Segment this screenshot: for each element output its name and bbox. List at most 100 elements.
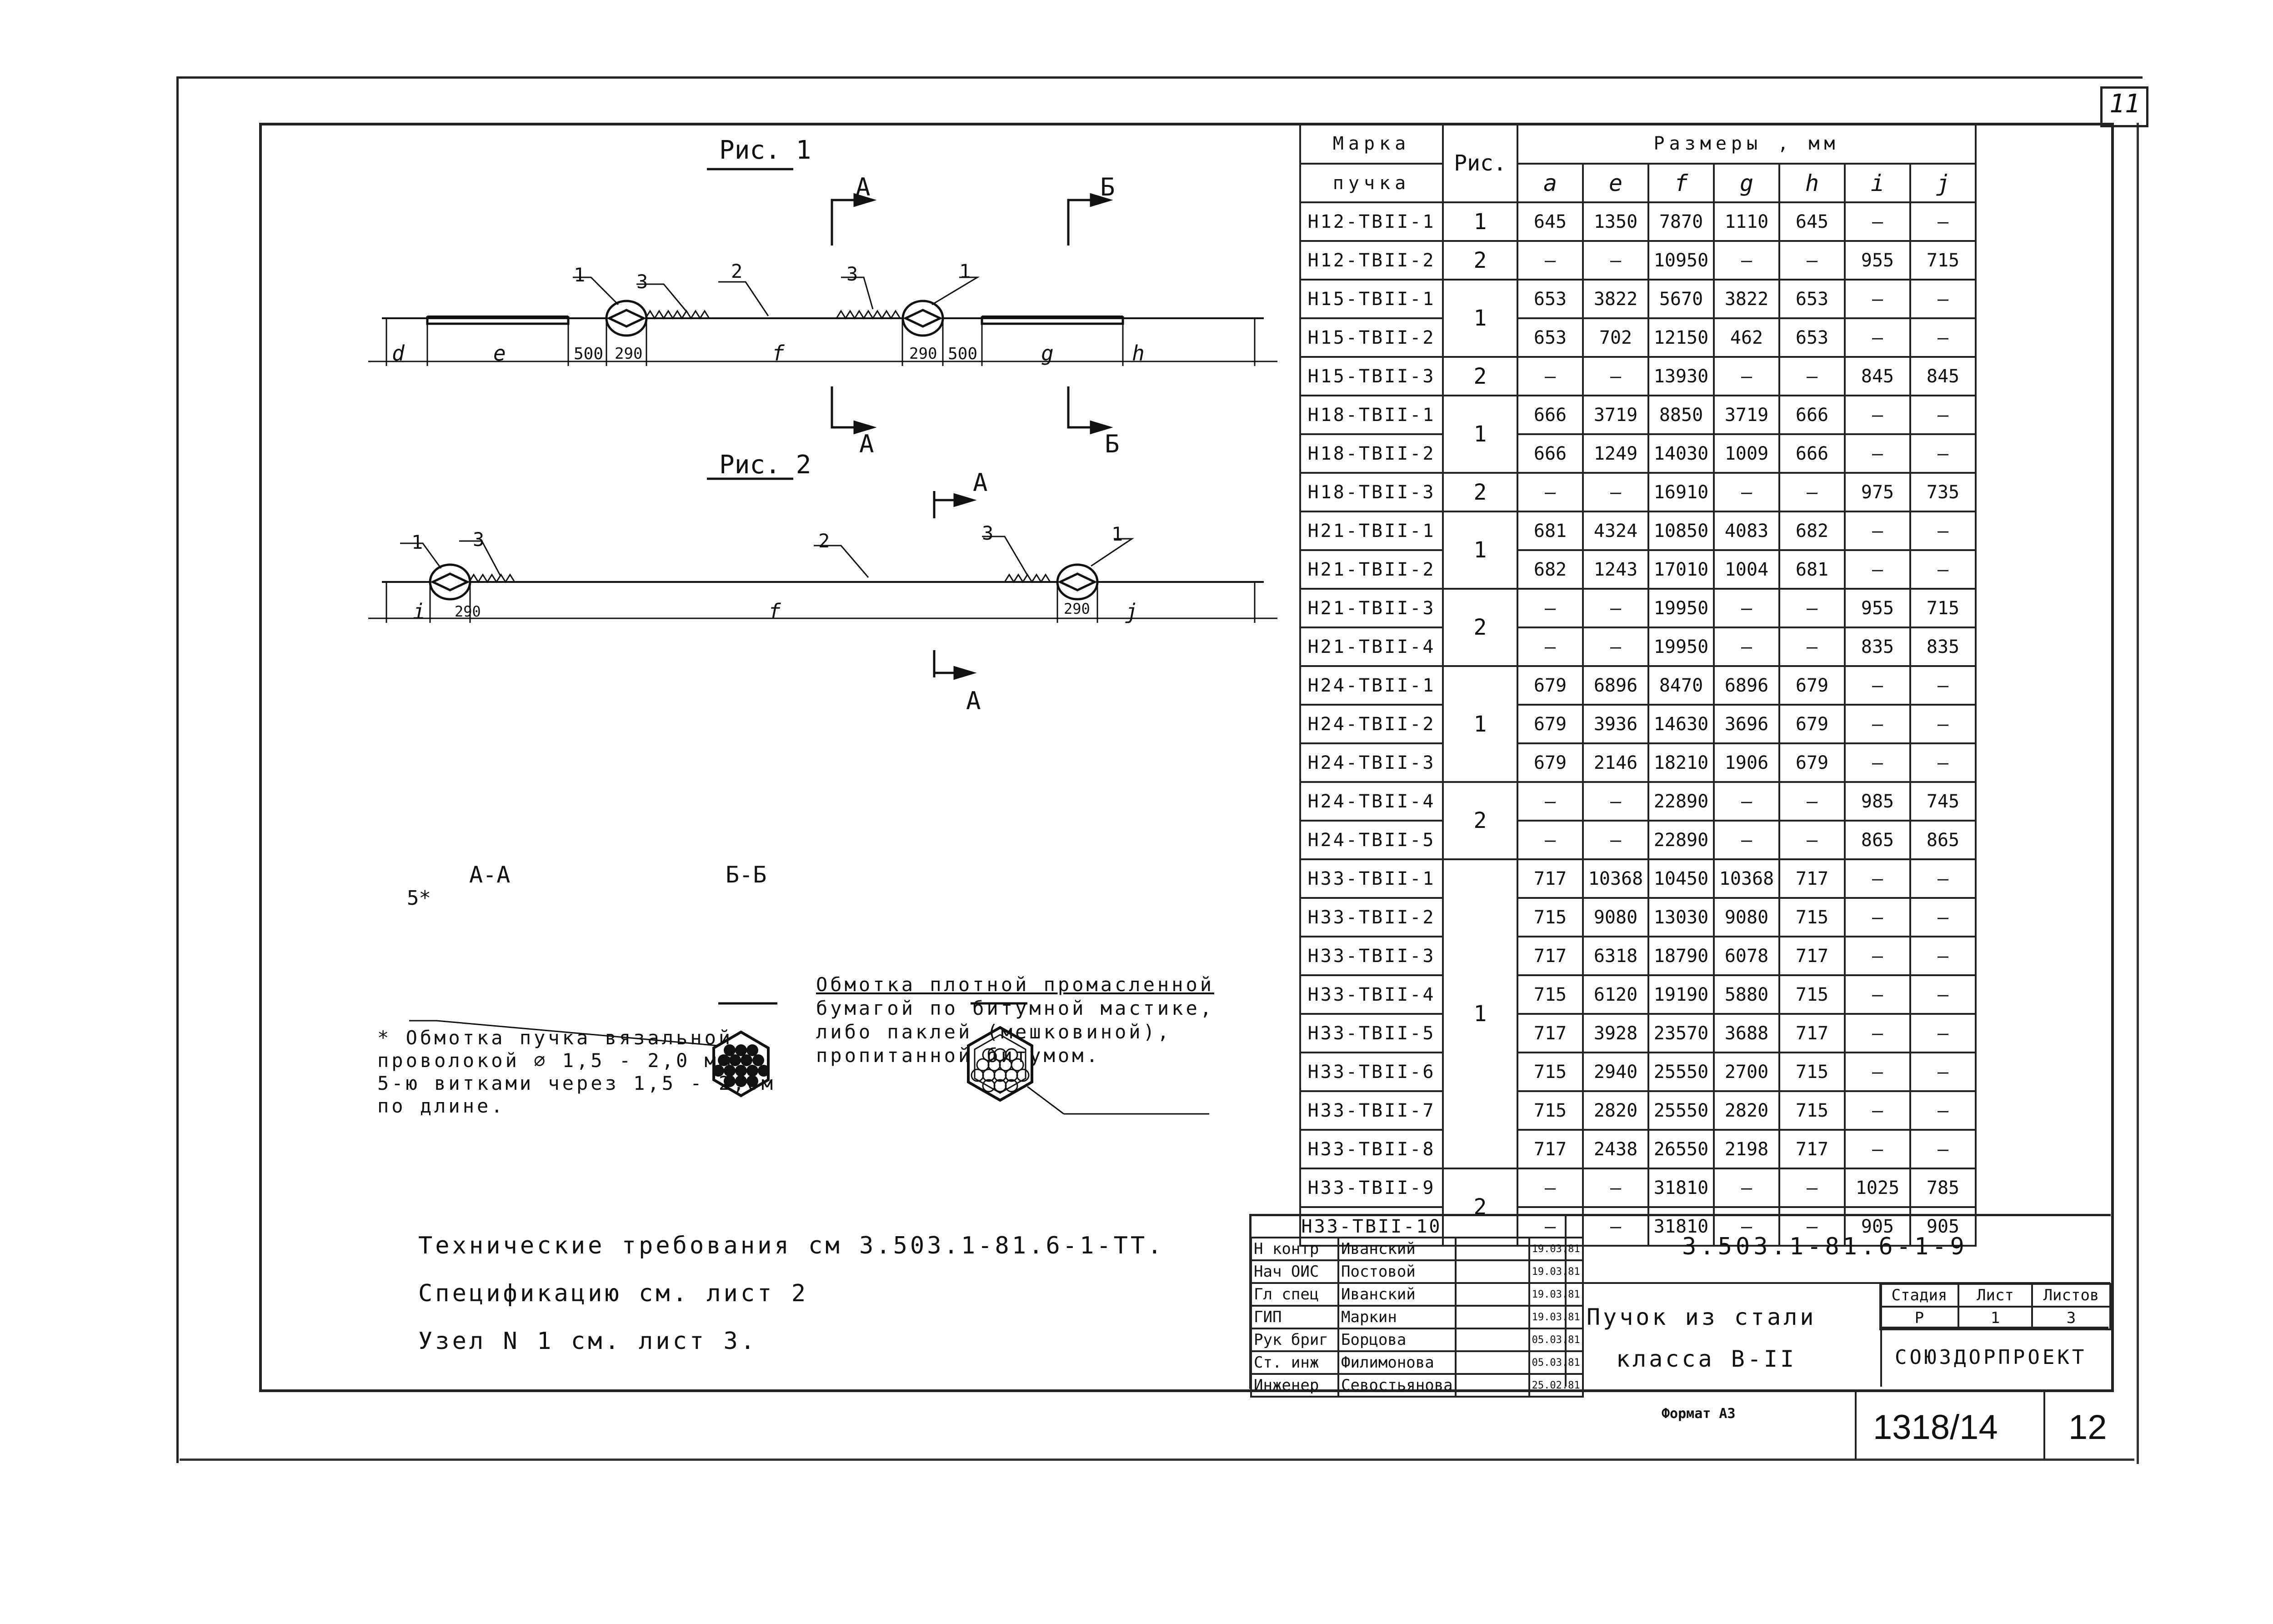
row-fig: 1 bbox=[1442, 395, 1518, 474]
fig1-callout-3-left: 3 bbox=[636, 271, 648, 293]
header-col-a: a bbox=[1517, 163, 1584, 203]
cell-f: 8850 bbox=[1647, 395, 1715, 435]
fig2-section-a-bottom: А bbox=[966, 687, 981, 715]
signer-name: Иванский bbox=[1337, 1282, 1457, 1307]
fig1-dim-500-left: 500 bbox=[574, 345, 604, 363]
cell-i: 835 bbox=[1844, 627, 1911, 667]
signer-name: Иванский bbox=[1337, 1237, 1457, 1261]
cell-j: — bbox=[1909, 395, 1977, 435]
cell-f: 14030 bbox=[1647, 433, 1715, 474]
signer-signature bbox=[1454, 1259, 1530, 1284]
cell-f: 7870 bbox=[1647, 201, 1715, 242]
signer-date: 19.03.81 bbox=[1528, 1305, 1584, 1329]
cell-g: — bbox=[1713, 781, 1780, 822]
row-fig: 1 bbox=[1442, 511, 1518, 590]
cell-i: 955 bbox=[1844, 588, 1911, 628]
cell-h: — bbox=[1778, 1206, 1846, 1247]
signer-role: Ст. инж bbox=[1250, 1350, 1339, 1375]
cell-e: 3928 bbox=[1582, 1013, 1649, 1053]
cell-g: 3719 bbox=[1713, 395, 1780, 435]
cell-a: 717 bbox=[1517, 858, 1584, 899]
corner-number-box bbox=[2100, 86, 2148, 127]
cell-h: 717 bbox=[1778, 936, 1846, 976]
cell-g: — bbox=[1713, 1168, 1780, 1208]
row-mark: Н33-ТВII-3 bbox=[1299, 936, 1444, 976]
cell-f: 17010 bbox=[1647, 549, 1715, 590]
signer-signature bbox=[1454, 1373, 1530, 1398]
signer-date: 05.03.81 bbox=[1528, 1350, 1584, 1375]
cell-g: — bbox=[1713, 1206, 1780, 1247]
fig2-callout-1-left: 1 bbox=[411, 531, 423, 553]
cell-f: 14630 bbox=[1647, 704, 1715, 744]
cell-e: 6120 bbox=[1582, 974, 1649, 1015]
signer-date: 19.03.81 bbox=[1528, 1282, 1584, 1307]
drawing-frame bbox=[259, 123, 2114, 1392]
cell-i: — bbox=[1844, 1013, 1911, 1053]
cell-a: — bbox=[1517, 588, 1584, 628]
fig2-callout-3-left: 3 bbox=[473, 528, 485, 551]
signer-role: Инженер bbox=[1250, 1373, 1339, 1398]
cell-a: — bbox=[1517, 1168, 1584, 1208]
fig1-dim-d: d bbox=[392, 341, 405, 366]
header-col-h: h bbox=[1778, 163, 1846, 203]
cell-j: — bbox=[1909, 858, 1977, 899]
cell-h: 717 bbox=[1778, 1013, 1846, 1053]
cell-e: 2146 bbox=[1582, 742, 1649, 783]
row-mark: Н21-ТВII-3 bbox=[1299, 588, 1444, 628]
cell-h: 682 bbox=[1778, 511, 1846, 551]
cell-j: 835 bbox=[1909, 627, 1977, 667]
cell-j: — bbox=[1909, 549, 1977, 590]
cell-f: 19950 bbox=[1647, 627, 1715, 667]
cell-j: — bbox=[1909, 433, 1977, 474]
cell-a: — bbox=[1517, 820, 1584, 860]
cell-i: — bbox=[1844, 704, 1911, 744]
wrap-note-line: Обмотка плотной промасленной bbox=[816, 973, 1215, 996]
cell-f: 5670 bbox=[1647, 279, 1715, 319]
cell-h: 645 bbox=[1778, 201, 1846, 242]
cell-a: — bbox=[1517, 240, 1584, 281]
cell-j: — bbox=[1909, 704, 1977, 744]
cell-j: — bbox=[1909, 1013, 1977, 1053]
header-mark: Марка bbox=[1299, 123, 1444, 165]
sheet-format: Формат А3 bbox=[1662, 1406, 1736, 1422]
cell-f: 31810 bbox=[1647, 1168, 1715, 1208]
row-mark: Н12-ТВII-1 bbox=[1299, 201, 1444, 242]
cell-a: 717 bbox=[1517, 1013, 1584, 1053]
cell-i: 955 bbox=[1844, 240, 1911, 281]
cell-i: — bbox=[1844, 549, 1911, 590]
cell-i: — bbox=[1844, 279, 1911, 319]
stamp-sheet-header: Лист bbox=[1958, 1283, 2033, 1308]
cell-e: 2438 bbox=[1582, 1129, 1649, 1169]
cell-g: — bbox=[1713, 356, 1780, 396]
cell-a: 717 bbox=[1517, 1129, 1584, 1169]
header-col-f: f bbox=[1647, 163, 1715, 203]
cell-e: — bbox=[1582, 820, 1649, 860]
section-a-top-label: А bbox=[856, 173, 871, 201]
fig1-callout-1-right: 1 bbox=[959, 260, 971, 282]
cell-h: 653 bbox=[1778, 279, 1846, 319]
cell-g: 2700 bbox=[1713, 1052, 1780, 1092]
cell-g: — bbox=[1713, 820, 1780, 860]
wire-note-line: по длине. bbox=[377, 1095, 506, 1117]
signer-role: Рук бриг bbox=[1250, 1328, 1339, 1352]
fig1-dim-e: e bbox=[493, 341, 506, 366]
wire-wrap-note: * Обмотка пучка вязальной проволокой ∅ 1… bbox=[377, 1027, 776, 1118]
cell-a: 679 bbox=[1517, 665, 1584, 706]
cell-g: — bbox=[1713, 240, 1780, 281]
cell-i: 845 bbox=[1844, 356, 1911, 396]
cell-f: 25550 bbox=[1647, 1090, 1715, 1131]
row-mark: Н24-ТВII-1 bbox=[1299, 665, 1444, 706]
signer-date: 19.03.81 bbox=[1528, 1237, 1584, 1261]
header-mark-line2: пучка bbox=[1299, 163, 1444, 203]
sheet-outer-frame bbox=[176, 76, 2143, 1463]
cell-i: — bbox=[1844, 317, 1911, 358]
cell-i: — bbox=[1844, 665, 1911, 706]
